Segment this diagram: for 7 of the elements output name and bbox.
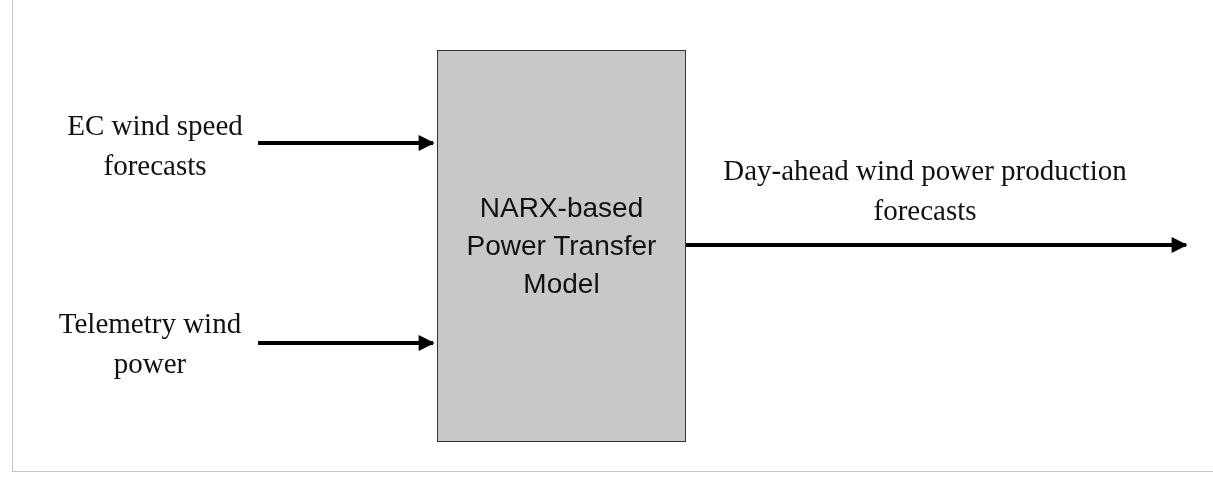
arrow	[258, 135, 435, 151]
input-label: EC wind speed forecasts	[66, 108, 244, 183]
box-label: NARX-based Power Transfer Model	[465, 191, 658, 301]
arrow	[686, 237, 1188, 253]
arrow	[258, 335, 435, 351]
process-box	[437, 50, 686, 442]
input-label: Telemetry wind power	[57, 306, 243, 381]
